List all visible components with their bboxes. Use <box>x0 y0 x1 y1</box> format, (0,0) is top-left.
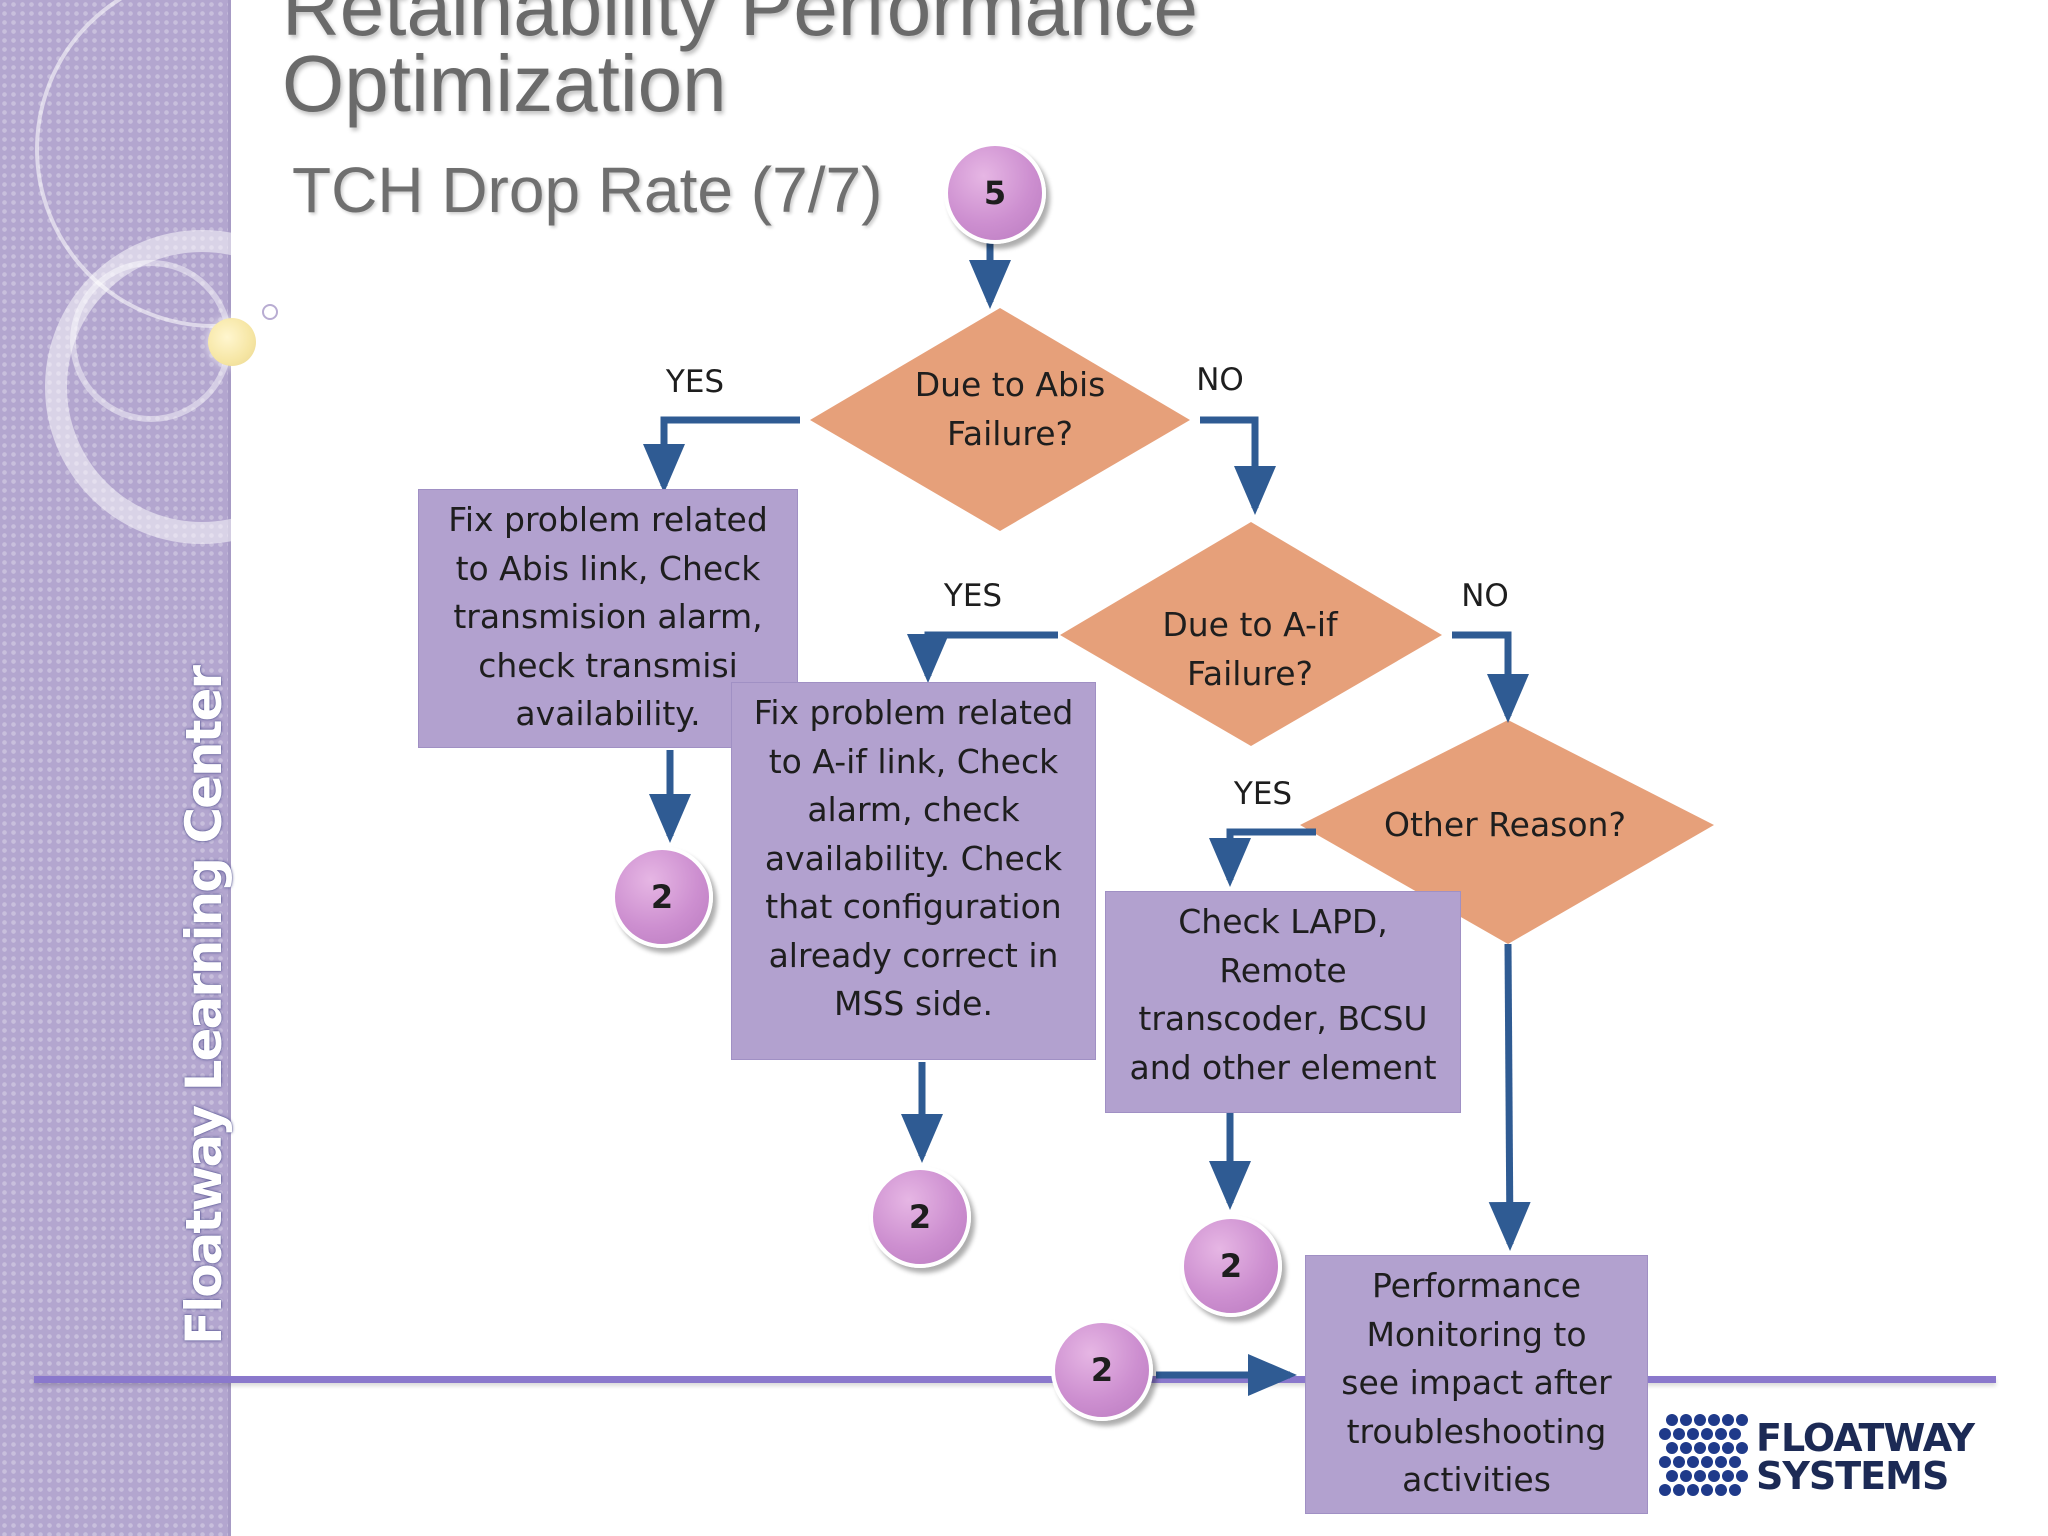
floatway-systems-logo: FLOATWAY SYSTEMS <box>1658 1408 1975 1508</box>
sidebar-edge <box>228 0 231 1536</box>
title-line-2: Optimization <box>282 39 727 128</box>
logo-line-2: SYSTEMS <box>1756 1454 1949 1498</box>
edge-label-abis-yes: YES <box>665 364 725 400</box>
edge-label-other-yes: YES <box>1233 776 1293 812</box>
return-connector-2: 2 <box>869 1166 971 1268</box>
arrow-other-yes <box>1209 828 1316 887</box>
edge-label-abis-no: NO <box>1196 362 1244 398</box>
decision-diamond-aif <box>1060 522 1442 746</box>
logo-line-1: FLOATWAY <box>1756 1416 1975 1460</box>
edge-label-aif-no: NO <box>1461 578 1509 614</box>
process-box-other-check: Check LAPD, Remote transcoder, BCSU and … <box>1105 891 1461 1113</box>
arrow-abis-no <box>1200 416 1276 515</box>
start-connector-5: 5 <box>944 142 1046 244</box>
arrow-other-no <box>1488 943 1531 1251</box>
process-box-aif-fix: Fix problem related to A-if link, Check … <box>731 682 1096 1060</box>
arrow-abis-yes <box>643 416 800 493</box>
edge-label-aif-yes: YES <box>943 578 1003 614</box>
decorative-bubble <box>208 318 256 366</box>
return-connector-2: 2 <box>1051 1319 1153 1421</box>
bottom-divider <box>34 1376 1996 1383</box>
slide-title: Retainability Performance Optimization <box>282 0 1198 124</box>
arrow-aif-yes <box>907 631 1058 683</box>
decision-label-aif: Due to A-if Failure? <box>1162 605 1338 693</box>
decision-label-abis: Due to Abis Failure? <box>914 365 1106 453</box>
decision-label-other: Other Reason? <box>1384 805 1626 844</box>
decision-diamond-abis <box>810 308 1190 531</box>
return-connector-2: 2 <box>611 846 713 948</box>
slide-subtitle: TCH Drop Rate (7/7) <box>292 154 883 226</box>
process-box-performance-monitoring: Performance Monitoring to see impact aft… <box>1305 1255 1648 1514</box>
return-connector-2: 2 <box>1180 1215 1282 1317</box>
decorative-bubble <box>262 304 278 320</box>
logo-dot-grid-icon <box>1659 1414 1748 1496</box>
title-line-1: Retainability Performance <box>282 0 1198 52</box>
arrow-aif-no <box>1452 631 1529 723</box>
decision-diamond-other <box>1300 720 1714 944</box>
